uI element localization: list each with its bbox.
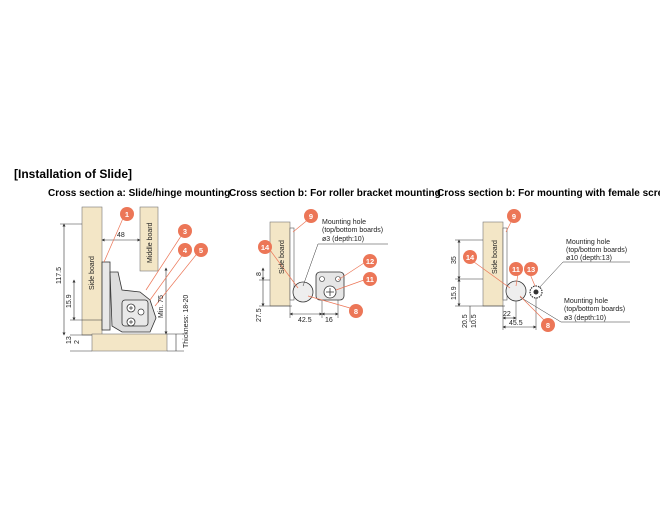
mount-hole-b2b-line2: (top/bottom boards) — [564, 306, 625, 313]
dim-117-5: 117.5 — [56, 267, 63, 284]
section-b2-title: Cross section b: For mounting with femal… — [437, 188, 660, 199]
callout-3-a: 3 — [178, 224, 192, 238]
side-board-label-b1: Side board — [279, 240, 286, 274]
svg-text:13: 13 — [527, 265, 535, 274]
dim-35: 35 — [451, 256, 458, 264]
side-board-label-b2: Side board — [492, 240, 499, 274]
slide-rail-a — [101, 261, 111, 331]
bottom-board-a — [91, 333, 168, 352]
mount-hole-b2b-line1: Mounting hole — [564, 298, 608, 305]
callout-9-b2: 9 — [507, 209, 521, 223]
dim-10-5: 10.5 — [471, 314, 478, 328]
svg-text:9: 9 — [309, 212, 313, 221]
dim-48: 48 — [117, 232, 125, 239]
dim-min-75: Min. 75 — [158, 295, 165, 318]
callout-8-b2: 8 — [541, 318, 555, 332]
dim-45-5: 45.5 — [509, 320, 523, 327]
mount-hole-b1-line3: ø3 (depth:10) — [322, 236, 364, 243]
section-b1-title: Cross section b: For roller bracket moun… — [229, 188, 441, 199]
svg-text:8: 8 — [546, 321, 550, 330]
female-screw-icon — [529, 285, 543, 299]
dim-thickness: Thickness: 18-20 — [183, 295, 190, 348]
roller-icon — [292, 281, 314, 303]
callout-8-b1: 8 — [349, 304, 363, 318]
svg-text:5: 5 — [199, 246, 203, 255]
page-heading: [Installation of Slide] — [14, 167, 133, 181]
section-a-title: Cross section a: Slide/hinge mounting — [48, 188, 231, 199]
slide-rail-b2 — [502, 227, 508, 301]
mount-hole-b1-line1: Mounting hole — [322, 219, 366, 226]
section-a-diagram: Side board Middle board 117.5 15.9 13 2 … — [56, 206, 208, 352]
dim-13: 13 — [66, 336, 73, 344]
callout-14-b2: 14 — [463, 250, 477, 264]
svg-text:8: 8 — [354, 307, 358, 316]
mount-hole-b2a-line2: (top/bottom boards) — [566, 247, 627, 254]
mount-hole-b2a-line1: Mounting hole — [566, 239, 610, 246]
svg-text:14: 14 — [261, 243, 270, 252]
hinge-bracket-a — [109, 271, 157, 333]
callout-12-b1: 12 — [363, 254, 377, 268]
roller-bracket-b1 — [315, 271, 345, 301]
callout-11-b2: 11 — [509, 262, 523, 276]
callout-4-a: 4 — [178, 243, 192, 257]
dim-42-5: 42.5 — [298, 317, 312, 324]
svg-text:4: 4 — [183, 246, 188, 255]
svg-text:9: 9 — [512, 212, 516, 221]
mount-hole-b1-line2: (top/bottom boards) — [322, 227, 383, 234]
callout-14-b1: 14 — [258, 240, 272, 254]
mount-hole-b2b-line3: ø3 (depth:10) — [564, 315, 606, 322]
dim-16-b1: 16 — [325, 317, 333, 324]
dim-15-9-a: 15.9 — [66, 294, 73, 308]
dim-2: 2 — [74, 340, 81, 344]
dim-15-9-b2: 15.9 — [451, 286, 458, 300]
svg-text:12: 12 — [366, 257, 374, 266]
callout-1-a: 1 — [120, 207, 134, 221]
section-b2-diagram: Side board Mounting hole (top/bottom boa… — [451, 209, 630, 332]
dim-22: 22 — [503, 311, 511, 318]
svg-text:3: 3 — [183, 227, 187, 236]
callout-11-b1: 11 — [363, 272, 377, 286]
section-b1-diagram: Side board Mounting hole (top/bottom boa… — [256, 209, 388, 324]
dim-20-5: 20.5 — [462, 314, 469, 328]
svg-text:11: 11 — [512, 265, 520, 274]
dim-27-5: 27.5 — [256, 308, 263, 322]
callout-13-b2: 13 — [524, 262, 538, 276]
side-board-label-a: Side board — [89, 256, 96, 290]
dim-8-b1: 8 — [256, 272, 263, 276]
slide-rail-b1 — [289, 227, 295, 301]
callout-9-b1: 9 — [304, 209, 318, 223]
svg-text:14: 14 — [466, 253, 475, 262]
svg-text:11: 11 — [366, 275, 374, 284]
callout-5-a: 5 — [194, 243, 208, 257]
middle-board-label-a: Middle board — [147, 222, 154, 263]
svg-text:1: 1 — [125, 210, 129, 219]
mount-hole-b2a-line3: ø10 (depth:13) — [566, 255, 612, 262]
